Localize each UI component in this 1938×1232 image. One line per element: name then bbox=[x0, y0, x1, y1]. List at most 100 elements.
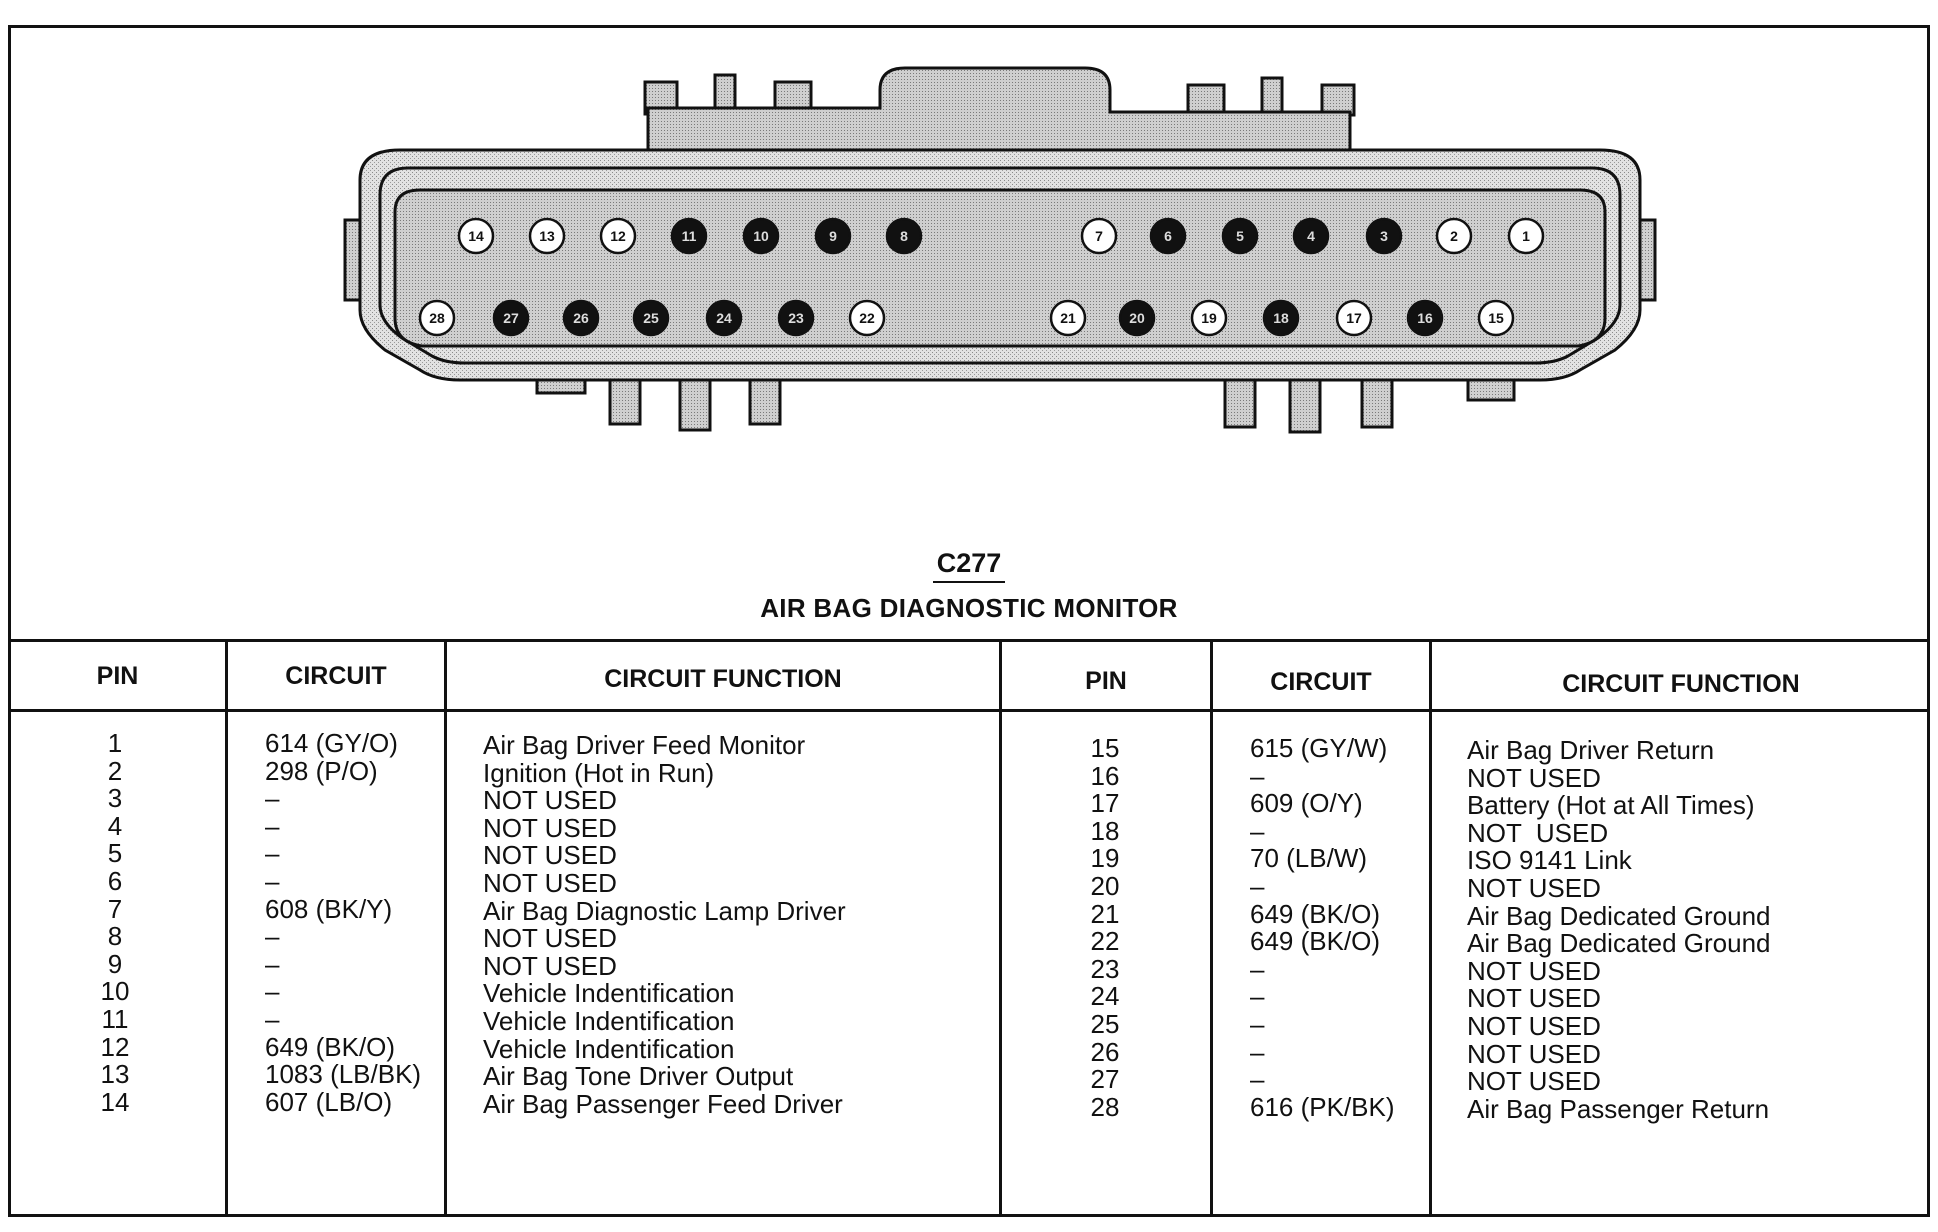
table-cell-function: NOT USED bbox=[1467, 1038, 1601, 1069]
pin-cavity bbox=[1080, 217, 1118, 255]
pin-number: 22 bbox=[859, 310, 875, 326]
pin-number: 2 bbox=[1450, 228, 1458, 244]
table-cell-function: Ignition (Hot in Run) bbox=[483, 757, 715, 788]
table-cell-circuit: – bbox=[265, 838, 280, 869]
table-cell-pin: 6 bbox=[107, 865, 123, 896]
pin-6: 6 bbox=[1149, 217, 1187, 255]
header-pin-left: PIN bbox=[96, 662, 139, 690]
pin-1: 1 bbox=[1507, 217, 1545, 255]
table-cell-pin: 4 bbox=[107, 810, 123, 841]
right-circuit-column: 615 (GY/W)–609 (O/Y)–70 (LB/W)–649 (BK/O… bbox=[1250, 733, 1425, 1121]
header-function-right: CIRCUIT FUNCTION bbox=[1562, 670, 1800, 698]
table-cell-pin: 27 bbox=[1090, 1064, 1120, 1095]
pin-number: 15 bbox=[1488, 310, 1504, 326]
connector-id: C277 bbox=[0, 548, 1938, 583]
table-cell-circuit: 298 (P/O) bbox=[265, 755, 378, 786]
pin-26: 26 bbox=[562, 299, 600, 337]
pin-number: 28 bbox=[429, 310, 445, 326]
pin-15: 15 bbox=[1477, 299, 1515, 337]
pin-cavity bbox=[705, 299, 743, 337]
table-cell-circuit: 607 (LB/O) bbox=[265, 1086, 393, 1117]
table-cell-function: Vehicle Indentification bbox=[483, 1033, 735, 1064]
col-divider-5 bbox=[1429, 639, 1432, 1217]
pin-number: 27 bbox=[503, 310, 519, 326]
table-cell-function: Air Bag Driver Feed Monitor bbox=[483, 730, 806, 760]
pin-23: 23 bbox=[777, 299, 815, 337]
pin-number: 4 bbox=[1307, 228, 1315, 244]
pin-cavity bbox=[848, 299, 886, 337]
header-circuit-right: CIRCUIT bbox=[1270, 668, 1372, 696]
table-cell-circuit: – bbox=[1250, 870, 1265, 901]
table-cell-circuit: – bbox=[1250, 1036, 1265, 1067]
header-circuit-left: CIRCUIT bbox=[285, 662, 387, 690]
pin-cavity bbox=[418, 299, 456, 337]
table-cell-pin: 2 bbox=[107, 755, 123, 786]
pin-number: 26 bbox=[573, 310, 589, 326]
table-cell-function: Battery (Hot at All Times) bbox=[1467, 790, 1755, 821]
table-cell-circuit: 649 (BK/O) bbox=[1250, 926, 1381, 957]
col-divider-2 bbox=[444, 639, 447, 1217]
table-cell-pin: 12 bbox=[100, 1031, 130, 1062]
table-cell-circuit: – bbox=[265, 1003, 280, 1034]
pin-cavity bbox=[1477, 299, 1515, 337]
table-header-rule bbox=[8, 709, 1930, 712]
pin-4: 4 bbox=[1292, 217, 1330, 255]
left-circuit-column: 614 (GY/O)298 (P/O)––––608 (BK/Y)––––649… bbox=[265, 729, 440, 1117]
table-cell-function: Air Bag Tone Driver Output bbox=[483, 1061, 794, 1092]
table-cell-pin: 3 bbox=[107, 783, 123, 814]
pin-number: 7 bbox=[1095, 228, 1103, 244]
pin-cavity bbox=[1262, 299, 1300, 337]
table-cell-circuit: – bbox=[1250, 1064, 1265, 1095]
table-cell-function: Air Bag Passenger Feed Driver bbox=[483, 1088, 843, 1119]
table-cell-pin: 19 bbox=[1090, 843, 1120, 874]
table-cell-function: Air Bag Passenger Return bbox=[1467, 1093, 1770, 1124]
pin-number: 10 bbox=[753, 228, 769, 244]
table-cell-function: NOT USED bbox=[1467, 1010, 1601, 1041]
col-divider-4 bbox=[1210, 639, 1213, 1217]
table-cell-circuit: 615 (GY/W) bbox=[1250, 733, 1388, 763]
table-cell-circuit: – bbox=[1250, 953, 1265, 984]
pin-28: 28 bbox=[418, 299, 456, 337]
pin-number: 23 bbox=[788, 310, 804, 326]
table-cell-pin: 23 bbox=[1090, 953, 1120, 984]
table-cell-function: NOT USED bbox=[1467, 1066, 1601, 1097]
pin-7: 7 bbox=[1080, 217, 1118, 255]
table-cell-function: NOT USED bbox=[1467, 955, 1601, 986]
pin-cavity bbox=[1335, 299, 1373, 337]
table-cell-circuit: – bbox=[265, 783, 280, 814]
pin-25: 25 bbox=[632, 299, 670, 337]
table-cell-pin: 5 bbox=[107, 838, 123, 869]
table-cell-function: ISO 9141 Link bbox=[1467, 845, 1632, 876]
pin-8: 8 bbox=[885, 217, 923, 255]
header-function-left: CIRCUIT FUNCTION bbox=[604, 665, 842, 693]
table-cell-function: Air Bag Diagnostic Lamp Driver bbox=[483, 895, 846, 926]
pin-cavity bbox=[814, 217, 852, 255]
pin-number: 16 bbox=[1417, 310, 1433, 326]
table-cell-function: Air Bag Dedicated Ground bbox=[1467, 900, 1771, 931]
pin-cavity bbox=[1118, 299, 1156, 337]
table-cell-function: NOT USED bbox=[483, 950, 617, 981]
table-cell-circuit: 649 (BK/O) bbox=[265, 1031, 396, 1062]
table-cell-pin: 14 bbox=[100, 1086, 130, 1117]
table-cell-function: NOT USED bbox=[483, 812, 617, 843]
table-cell-pin: 24 bbox=[1090, 981, 1120, 1012]
pin-number: 25 bbox=[643, 310, 659, 326]
pin-14: 14 bbox=[457, 217, 495, 255]
table-cell-pin: 17 bbox=[1090, 788, 1120, 819]
pin-19: 19 bbox=[1190, 299, 1228, 337]
pin-27: 27 bbox=[492, 299, 530, 337]
table-cell-circuit: – bbox=[265, 865, 280, 896]
pin-22: 22 bbox=[848, 299, 886, 337]
table-cell-function: NOT USED bbox=[483, 867, 617, 898]
table-cell-circuit: – bbox=[265, 810, 280, 841]
pin-number: 19 bbox=[1201, 310, 1217, 326]
pin-12: 12 bbox=[599, 217, 637, 255]
col-divider-3 bbox=[999, 639, 1002, 1217]
pin-cavity bbox=[599, 217, 637, 255]
table-cell-circuit: – bbox=[265, 921, 280, 952]
pin-cavity bbox=[670, 217, 708, 255]
